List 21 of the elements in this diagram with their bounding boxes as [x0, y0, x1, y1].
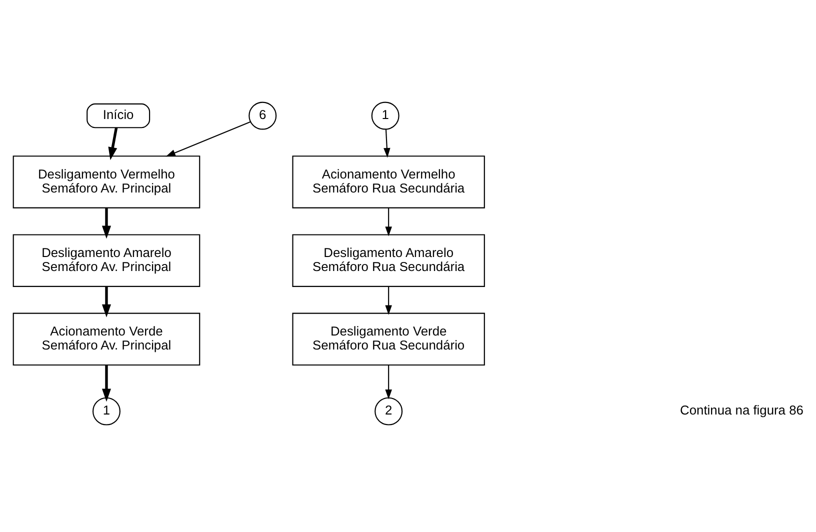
node-box: Desligamento Amarelo Semáforo Av. Principal: [12, 234, 200, 286]
node-box: Desligamento Verde Semáforo Rua Secundário: [292, 312, 484, 366]
node-circle: 1: [92, 396, 120, 425]
node-box: Acionamento Vermelho Semáforo Rua Secundária: [292, 155, 484, 208]
arrow: [101, 208, 111, 238]
arrow: [384, 364, 392, 399]
node-box: Início: [86, 102, 150, 128]
node-circle: 1: [370, 101, 399, 130]
node-circle: 2: [374, 396, 402, 425]
arrow: [165, 120, 250, 156]
arrow: [383, 128, 390, 158]
arrow: [384, 208, 392, 236]
node-box: Acionamento Verde Semáforo Av. Principal: [12, 312, 200, 366]
label: Continua na figura 86: [680, 402, 803, 418]
arrow: [108, 126, 118, 160]
arrow: [101, 286, 111, 317]
node-circle: 6: [248, 101, 276, 130]
arrow: [384, 286, 392, 314]
node-box: Desligamento Amarelo Semáforo Rua Secundária: [292, 234, 484, 286]
node-box: Desligamento Vermelho Semáforo Av. Principal: [12, 155, 200, 208]
arrow: [101, 364, 111, 402]
